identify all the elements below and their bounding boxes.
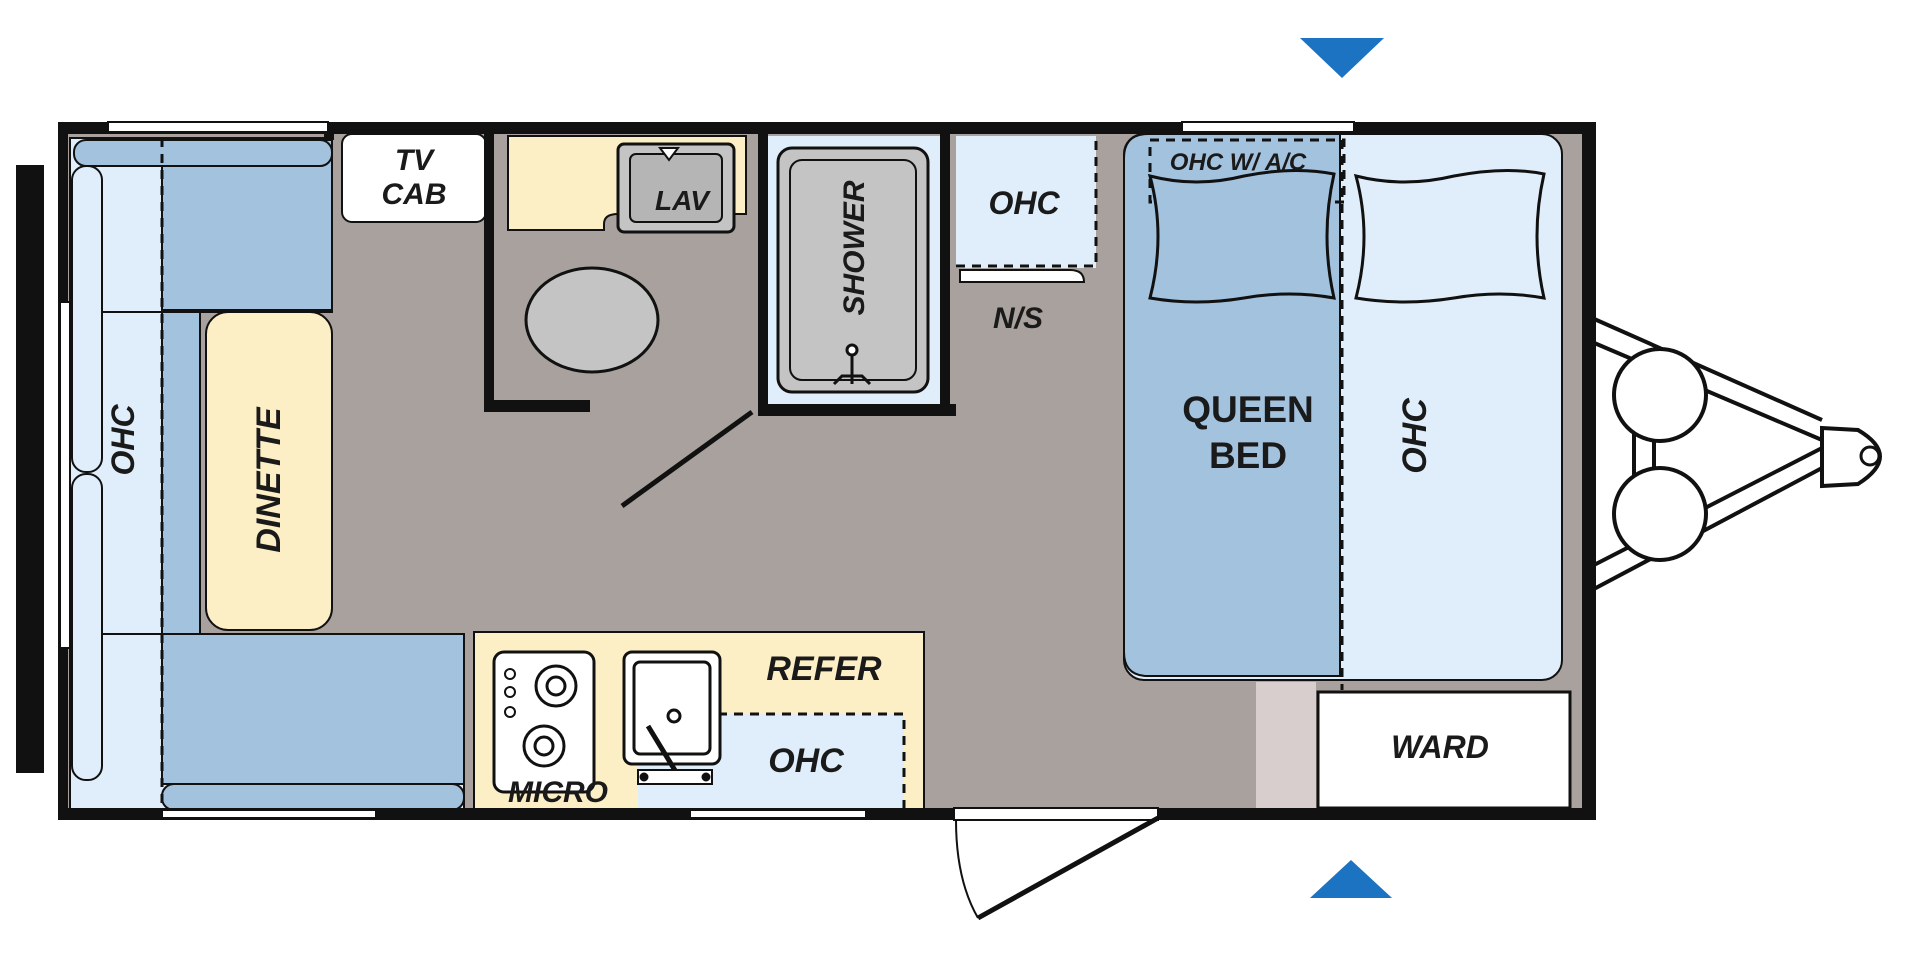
nightstand [959, 269, 1086, 283]
rear-bench-side-cushion [161, 311, 201, 635]
ohc-bath [956, 136, 1096, 268]
rear-bench-bottom-back [161, 783, 465, 811]
rear-bench-top-back [73, 139, 333, 167]
refer-label: REFER [766, 650, 882, 688]
sink-icon [622, 650, 722, 785]
queen-bed-label: BED [1209, 435, 1287, 476]
ohc-kitchen-label: OHC [768, 742, 844, 780]
lav-basin [629, 153, 723, 223]
dinette-table [205, 311, 333, 631]
lav-label: LAV [655, 185, 711, 216]
ohc-kitchen-dash [638, 712, 906, 808]
queen-bed-label: QUEEN [1182, 389, 1314, 430]
tv-cab-label: CAB [382, 178, 447, 211]
stove-burner-icon [492, 650, 596, 794]
lav-faucet [658, 147, 680, 162]
rear-bench-bottom-cushion [161, 633, 465, 785]
hitch-icon [1820, 425, 1882, 489]
front-aisle [1256, 682, 1316, 808]
wheel-icon [1612, 466, 1708, 562]
micro-label: MICRO [508, 776, 608, 809]
pillow-icon [1147, 168, 1336, 304]
triangle-down-icon [1300, 38, 1384, 78]
ohc-left-label: OHC [105, 404, 141, 476]
ohc-right-label: OHC [1396, 398, 1434, 474]
ohc-ac-label: OHC W/ A/C [1170, 149, 1307, 176]
wardrobe [1316, 690, 1572, 810]
entry-door [953, 807, 1160, 921]
toilet-icon [524, 266, 660, 374]
tv-cab-label: TV [395, 144, 436, 177]
shower-pan [776, 146, 930, 394]
interior-walls [324, 130, 956, 416]
shower-drain [832, 343, 872, 386]
ohc-bath-label: OHC [988, 185, 1060, 221]
shower-label: SHOWER [838, 180, 871, 315]
wheel-icon [1612, 347, 1708, 443]
hitch-assembly [1590, 316, 1823, 592]
windows [59, 121, 1355, 819]
ward-label: WARD [1391, 729, 1489, 765]
dinette-label: DINETTE [250, 406, 288, 553]
ns-label: N/S [993, 302, 1043, 335]
rear-seat-back-upper [71, 165, 103, 473]
rear-bumper [16, 165, 44, 773]
triangle-up-icon [1310, 860, 1392, 898]
pillow-icon [1353, 168, 1546, 304]
bath-door [620, 409, 754, 509]
rear-seat-back-lower [71, 473, 103, 781]
ohc-bath-dash [956, 136, 1098, 268]
